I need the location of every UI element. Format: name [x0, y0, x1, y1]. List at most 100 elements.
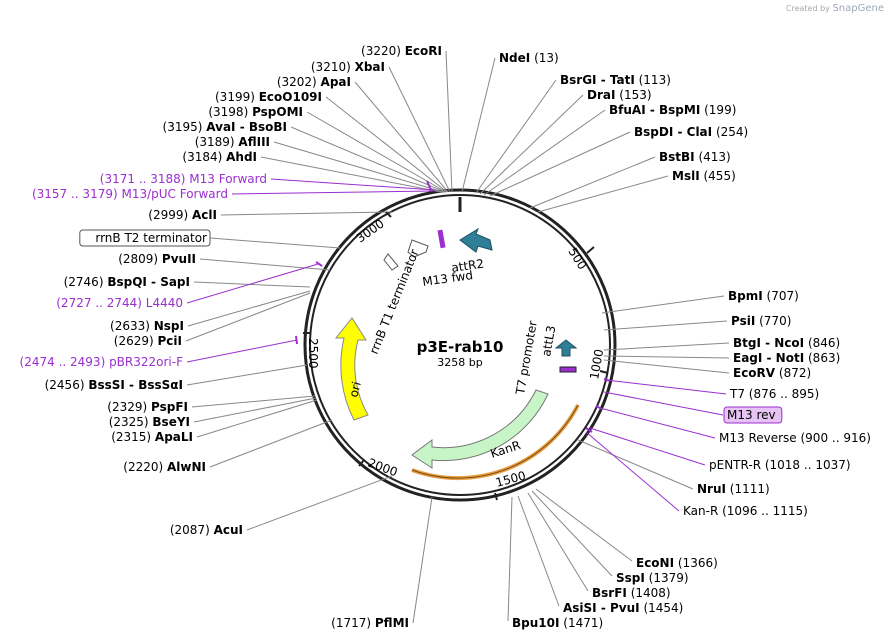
site-name: M13/pUC Forward	[121, 187, 228, 201]
leader-asisi-pvui	[517, 495, 560, 607]
site-bsrgi-tati: BsrGI - TatI (113)	[560, 73, 671, 87]
primer-mark-m13rev	[595, 405, 603, 410]
site-name: BstBI	[659, 150, 695, 164]
site-name: PsiI	[731, 314, 755, 328]
site-pcii: (2629) PciI	[114, 334, 182, 348]
site-position: (2809)	[118, 252, 162, 266]
leader-msli	[537, 175, 669, 213]
site-position: (3157 .. 3179)	[32, 187, 122, 201]
site-position: (199)	[700, 103, 736, 117]
site-name: Bpu10I	[512, 616, 559, 630]
tick-mark-500	[586, 246, 595, 254]
leader-btgi-ncoi	[603, 342, 730, 351]
site-position: (413)	[695, 150, 731, 164]
site-position: (2999)	[148, 208, 192, 222]
leader-m13-rev	[603, 391, 724, 416]
enzyme-site-asisi-pvui: AsiSI - PvuI (1454)	[563, 601, 683, 615]
leader-bstbi	[529, 156, 656, 209]
site-name: PciI	[158, 334, 183, 348]
site-position: (3198)	[208, 105, 252, 119]
site-name: AvaI - BsoBI	[206, 120, 287, 134]
credit-brand: SnapGene	[832, 3, 884, 14]
attR2-arrow	[459, 227, 493, 253]
site-name: M13 Reverse	[719, 431, 797, 445]
site-position: (846)	[804, 336, 840, 350]
site-name: NruI	[697, 482, 726, 496]
site-position: (1379)	[645, 571, 689, 585]
leader-ecoo109i	[325, 96, 448, 193]
site-name: T7	[729, 387, 745, 401]
site-position: (770)	[755, 314, 791, 328]
site-name: AcuI	[214, 523, 243, 537]
leader-rrnb-t2-terminator	[209, 237, 341, 249]
site-position: (3199)	[215, 90, 259, 104]
site-position: (3189)	[195, 135, 239, 149]
site-m13-rev-box	[723, 406, 783, 424]
site-nspi: (2633) NspI	[110, 319, 184, 333]
site-name: PvuII	[162, 252, 196, 266]
site-name: ApaI	[321, 75, 351, 89]
leader-bsrgi-tati	[475, 79, 557, 194]
primer-mark-t7	[603, 378, 611, 382]
leader-afliii	[273, 141, 444, 193]
site-btgi-ncoi: BtgI - NcoI (846)	[733, 336, 840, 350]
feature-t7-attL3: attL3 T7 promoter	[513, 320, 578, 397]
site-position: (2087)	[170, 523, 214, 537]
site-name: pBR322ori-F	[109, 355, 183, 369]
site-position: (3220)	[361, 44, 405, 58]
site-position: (3210)	[311, 60, 355, 74]
site-m13-rev: M13 rev	[727, 408, 776, 422]
leader-avai-bsobi	[290, 126, 446, 193]
site-name: EcoRV	[733, 366, 776, 380]
site-m13-reverse: M13 Reverse (900 .. 916)	[719, 431, 871, 445]
attL3-label: attL3	[539, 324, 558, 357]
leader-ahdi	[260, 156, 442, 193]
site-pflmi: (1717) PflMI	[331, 616, 409, 630]
ori-arrow	[334, 317, 369, 421]
site-name: XbaI	[355, 60, 385, 74]
primer-mark-m13fwd	[426, 180, 432, 191]
enzyme-site-sspi: SspI (1379)	[616, 571, 689, 585]
site-name: EcoNI	[636, 556, 674, 570]
site-ndei: NdeI (13)	[499, 51, 559, 65]
site-position: (876 .. 895)	[745, 387, 819, 401]
rrnbT1-arrow-2	[383, 253, 399, 271]
leader-apai	[354, 81, 449, 193]
site-name: BspQI - SapI	[107, 275, 190, 289]
leader-eagi-noti	[603, 355, 730, 359]
leader-nrui	[577, 439, 694, 490]
leader-m13-forward	[270, 178, 436, 191]
site-position: (900 .. 916)	[797, 431, 871, 445]
site-position: (455)	[700, 169, 736, 183]
enzyme-site-ecori: (3220) EcoRI	[361, 44, 442, 58]
leader-ndei	[461, 57, 496, 193]
primer-mark-pbr322	[295, 335, 298, 345]
enzyme-site-afliii: (3189) AflIII	[195, 135, 270, 149]
site-name: PspFI	[151, 400, 188, 414]
leader-econi	[535, 488, 633, 562]
leader-pcii	[185, 292, 311, 342]
plasmid-length: 3258 bp	[437, 356, 482, 369]
leader-bspqi-sapi	[193, 281, 311, 288]
site-position: (2629)	[114, 334, 158, 348]
site-acui: (2087) AcuI	[170, 523, 243, 537]
leader-sspi	[531, 490, 613, 577]
site-position: (1717)	[331, 616, 375, 630]
enzyme-site-avai-bsobi: (3195) AvaI - BsoBI	[163, 120, 287, 134]
site-position: (1018 .. 1037)	[761, 458, 851, 472]
leader-bfuai-bspmi	[483, 109, 606, 196]
site-bspqi-sapi: (2746) BspQI - SapI	[64, 275, 190, 289]
site-position: (1096 .. 1115)	[718, 504, 808, 518]
site-rrnb-t2-terminator-box	[79, 229, 211, 247]
leader-acui	[246, 475, 393, 531]
site-name: BsrGI - TatI	[560, 73, 635, 87]
site-name: AlwNI	[167, 460, 206, 474]
site-position: (1471)	[559, 616, 603, 630]
leader-pspfi	[191, 395, 316, 408]
site-name: pENTR-R	[709, 458, 761, 472]
site-name: M13 Forward	[189, 172, 267, 186]
site-pspfi: (2329) PspFI	[107, 400, 188, 414]
leader-ecori	[445, 50, 453, 193]
leader-kan-r	[585, 431, 680, 512]
